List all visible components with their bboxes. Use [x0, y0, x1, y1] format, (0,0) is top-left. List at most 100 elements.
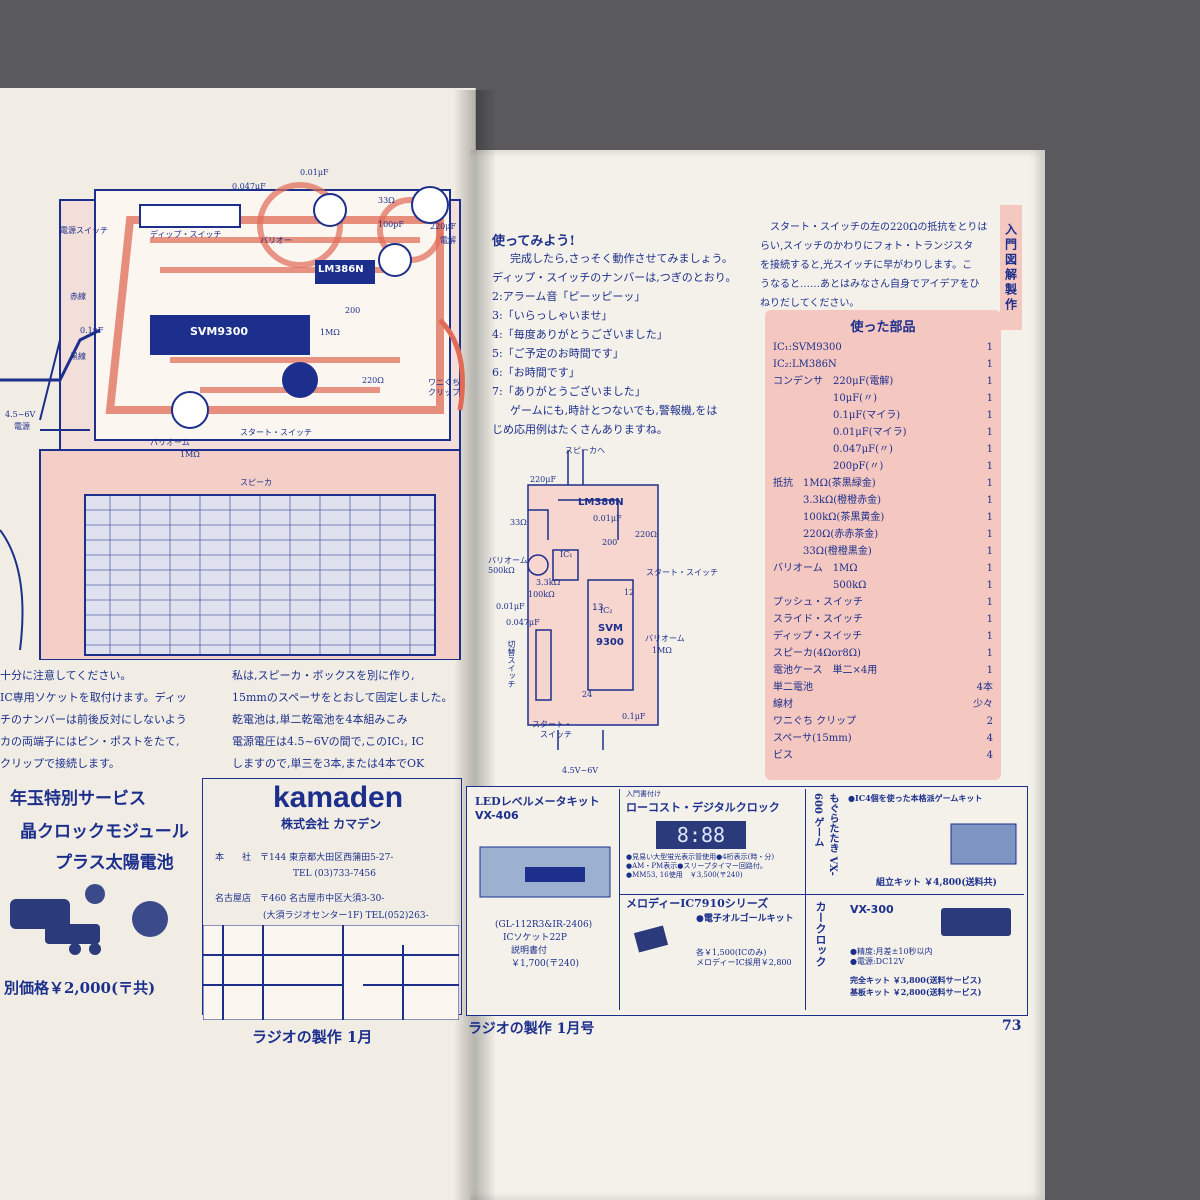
part-qty: 1	[986, 563, 993, 574]
label-01uf: 0.1μF	[80, 326, 104, 335]
part-name: 10μF(〃)	[773, 393, 877, 404]
part-name: ワニぐち クリップ	[773, 716, 857, 727]
text-line: を接続すると,光スイッチに早がわりします。こ	[760, 260, 973, 271]
left-footer: ラジオの製作 1月	[252, 1028, 373, 1046]
part-qty: 1	[986, 410, 993, 421]
melody-title: メロディーIC7910シリーズ	[626, 897, 769, 910]
kamaden-map	[202, 924, 460, 1021]
text-line: 乾電池は,単二乾電池を4本組みこみ	[232, 713, 408, 726]
parts-row: 10μF(〃)1	[773, 390, 993, 407]
hq-address: 〒144 東京都大田区西蒲田5-27-	[260, 853, 394, 863]
text-line: らい,スイッチのかわりにフォト・トランジスタ	[760, 241, 974, 252]
sch-r1m: 1MΩ	[652, 646, 672, 655]
part-name: スライド・スイッチ	[773, 614, 863, 625]
sch-r33k: 3.3kΩ	[536, 578, 561, 587]
sch-lm386n: LM386N	[578, 497, 624, 508]
module-photo	[10, 884, 168, 955]
sch-ic1: IC₁	[560, 550, 573, 559]
section-title: 使ってみよう!	[492, 234, 576, 249]
part-qty: 1	[986, 614, 993, 625]
part-qty: 1	[986, 342, 993, 353]
led-title: LEDレベルメータキット	[475, 795, 600, 808]
parts-row: 500kΩ 1	[773, 577, 993, 594]
led-note3: 説明書付	[511, 946, 548, 956]
sch-variohm: バリオーム	[488, 556, 528, 565]
numbered-item: 7:「ありがとうございました」	[492, 385, 646, 398]
ad-digital-clock: 入門書付け ローコスト・デジタルクロック 8:88 ●見易い大型蛍光表示管使用●…	[619, 789, 811, 895]
part-qty: 1	[986, 359, 993, 370]
part-qty: 4	[986, 733, 993, 744]
numbered-item: 4:「毎度ありがとうございました」	[492, 328, 668, 341]
part-qty: 1	[986, 631, 993, 642]
wiring-diagram	[0, 182, 465, 660]
text-line: しますので,単三を3本,または4本でOK	[232, 757, 425, 770]
label-alligator: ワニぐち クリップ	[428, 378, 460, 397]
part-name: バリオーム 1MΩ	[773, 563, 858, 574]
part-name: 線材	[773, 699, 793, 710]
part-name: 33Ω(橙橙黒金)	[773, 546, 872, 557]
label-lm386n: LM386N	[318, 264, 364, 275]
parts-row: 220Ω(赤赤茶金)1	[773, 526, 993, 543]
label-variohm: バリオーム	[150, 438, 190, 447]
sch-svm: SVM	[598, 623, 623, 634]
car-photo	[941, 908, 1011, 936]
sch-c001b: 0.01μF	[496, 602, 525, 611]
clock-display: 8:88	[656, 821, 746, 849]
part-name: 単二電池	[773, 682, 813, 693]
label-dip-switch: ディップ・スイッチ	[150, 230, 222, 239]
label-red-wire: 赤線	[70, 292, 86, 301]
sch-r200: 200	[602, 538, 618, 547]
sch-ic2: IC₂	[600, 606, 613, 615]
parts-row: スライド・スイッチ 1	[773, 611, 993, 628]
part-qty: 1	[986, 648, 993, 659]
sch-c01: 0.1μF	[622, 712, 646, 721]
part-qty: 1	[986, 495, 993, 506]
part-qty: 1	[986, 580, 993, 591]
kamaden-logo: kamaden	[273, 781, 404, 814]
text-line: うなると……あとはみなさん自身でアイデアをひ	[760, 279, 980, 290]
left-body-col1: 十分に注意してください。 IC専用ソケットを取付けます。ディッ チのナンバーは前…	[0, 668, 205, 772]
label-supply: 電源	[14, 422, 30, 431]
sch-vr500k: 500kΩ	[488, 566, 515, 575]
label-200: 200	[345, 306, 361, 315]
sch-supply: 4.5V~6V	[562, 766, 599, 775]
page-number: 73	[1002, 1018, 1022, 1034]
label-220uf: 220μF	[430, 222, 457, 231]
melody-photo	[633, 925, 669, 953]
parts-title: 使った部品	[850, 320, 916, 335]
ad-led-kit: LEDレベルメータキット VX-406 (GL-112R3&IR-2406) I…	[475, 793, 620, 1007]
parts-row: 線材少々	[773, 696, 993, 713]
led-price: ￥1,700(〒240)	[511, 959, 579, 969]
clock-title: ローコスト・デジタルクロック	[626, 801, 780, 814]
label-black-wire: 黒線	[70, 352, 86, 361]
closing-line: ゲームにも,時計とつないでも,警報機,をは	[510, 404, 718, 417]
text-line: 15mmのスペーサをとおして固定しました。	[232, 691, 453, 704]
intro-text: 完成したら,さっそく動作させてみましょう。 ディップ・スイッチのナンバーは,つぎ…	[492, 251, 752, 438]
label-start-switch: スタート・スイッチ	[240, 428, 312, 437]
kamaden-tel: TEL (03)733-7456	[293, 869, 377, 879]
ad-car-clock: カークロック VX-300 ●精度:月差±10秒以内 ●電源:DC12V 完全キ…	[805, 895, 1024, 1010]
parts-row: 0.01μF(マイラ)1	[773, 424, 993, 441]
parts-row: バリオーム 1MΩ 1	[773, 560, 993, 577]
game-photo	[950, 823, 1017, 865]
text-line: 十分に注意してください。	[0, 669, 132, 682]
schematic-pin13: 13	[592, 603, 603, 613]
sch-pin12: 12	[624, 588, 635, 597]
label-svm9300: SVM9300	[190, 325, 248, 338]
sch-variohm1m: バリオーム	[645, 634, 685, 643]
part-name: 500kΩ	[773, 580, 867, 591]
hq-label: 本 社	[215, 853, 252, 863]
part-name: IC₁:SVM9300	[773, 342, 842, 353]
ad-line1: 年玉特別サービス	[10, 789, 146, 809]
game-title: ●IC4個を使った本格派ゲームキット	[848, 793, 983, 803]
branch-label: 名古屋店	[215, 894, 252, 904]
part-qty: 2	[986, 716, 993, 727]
text-line: IC専用ソケットを取付けます。ディッ	[0, 691, 187, 704]
car-model: VX-300	[850, 903, 894, 916]
sch-c220: 220μF	[530, 475, 557, 484]
text-line: クリップで接続します。	[0, 757, 120, 770]
